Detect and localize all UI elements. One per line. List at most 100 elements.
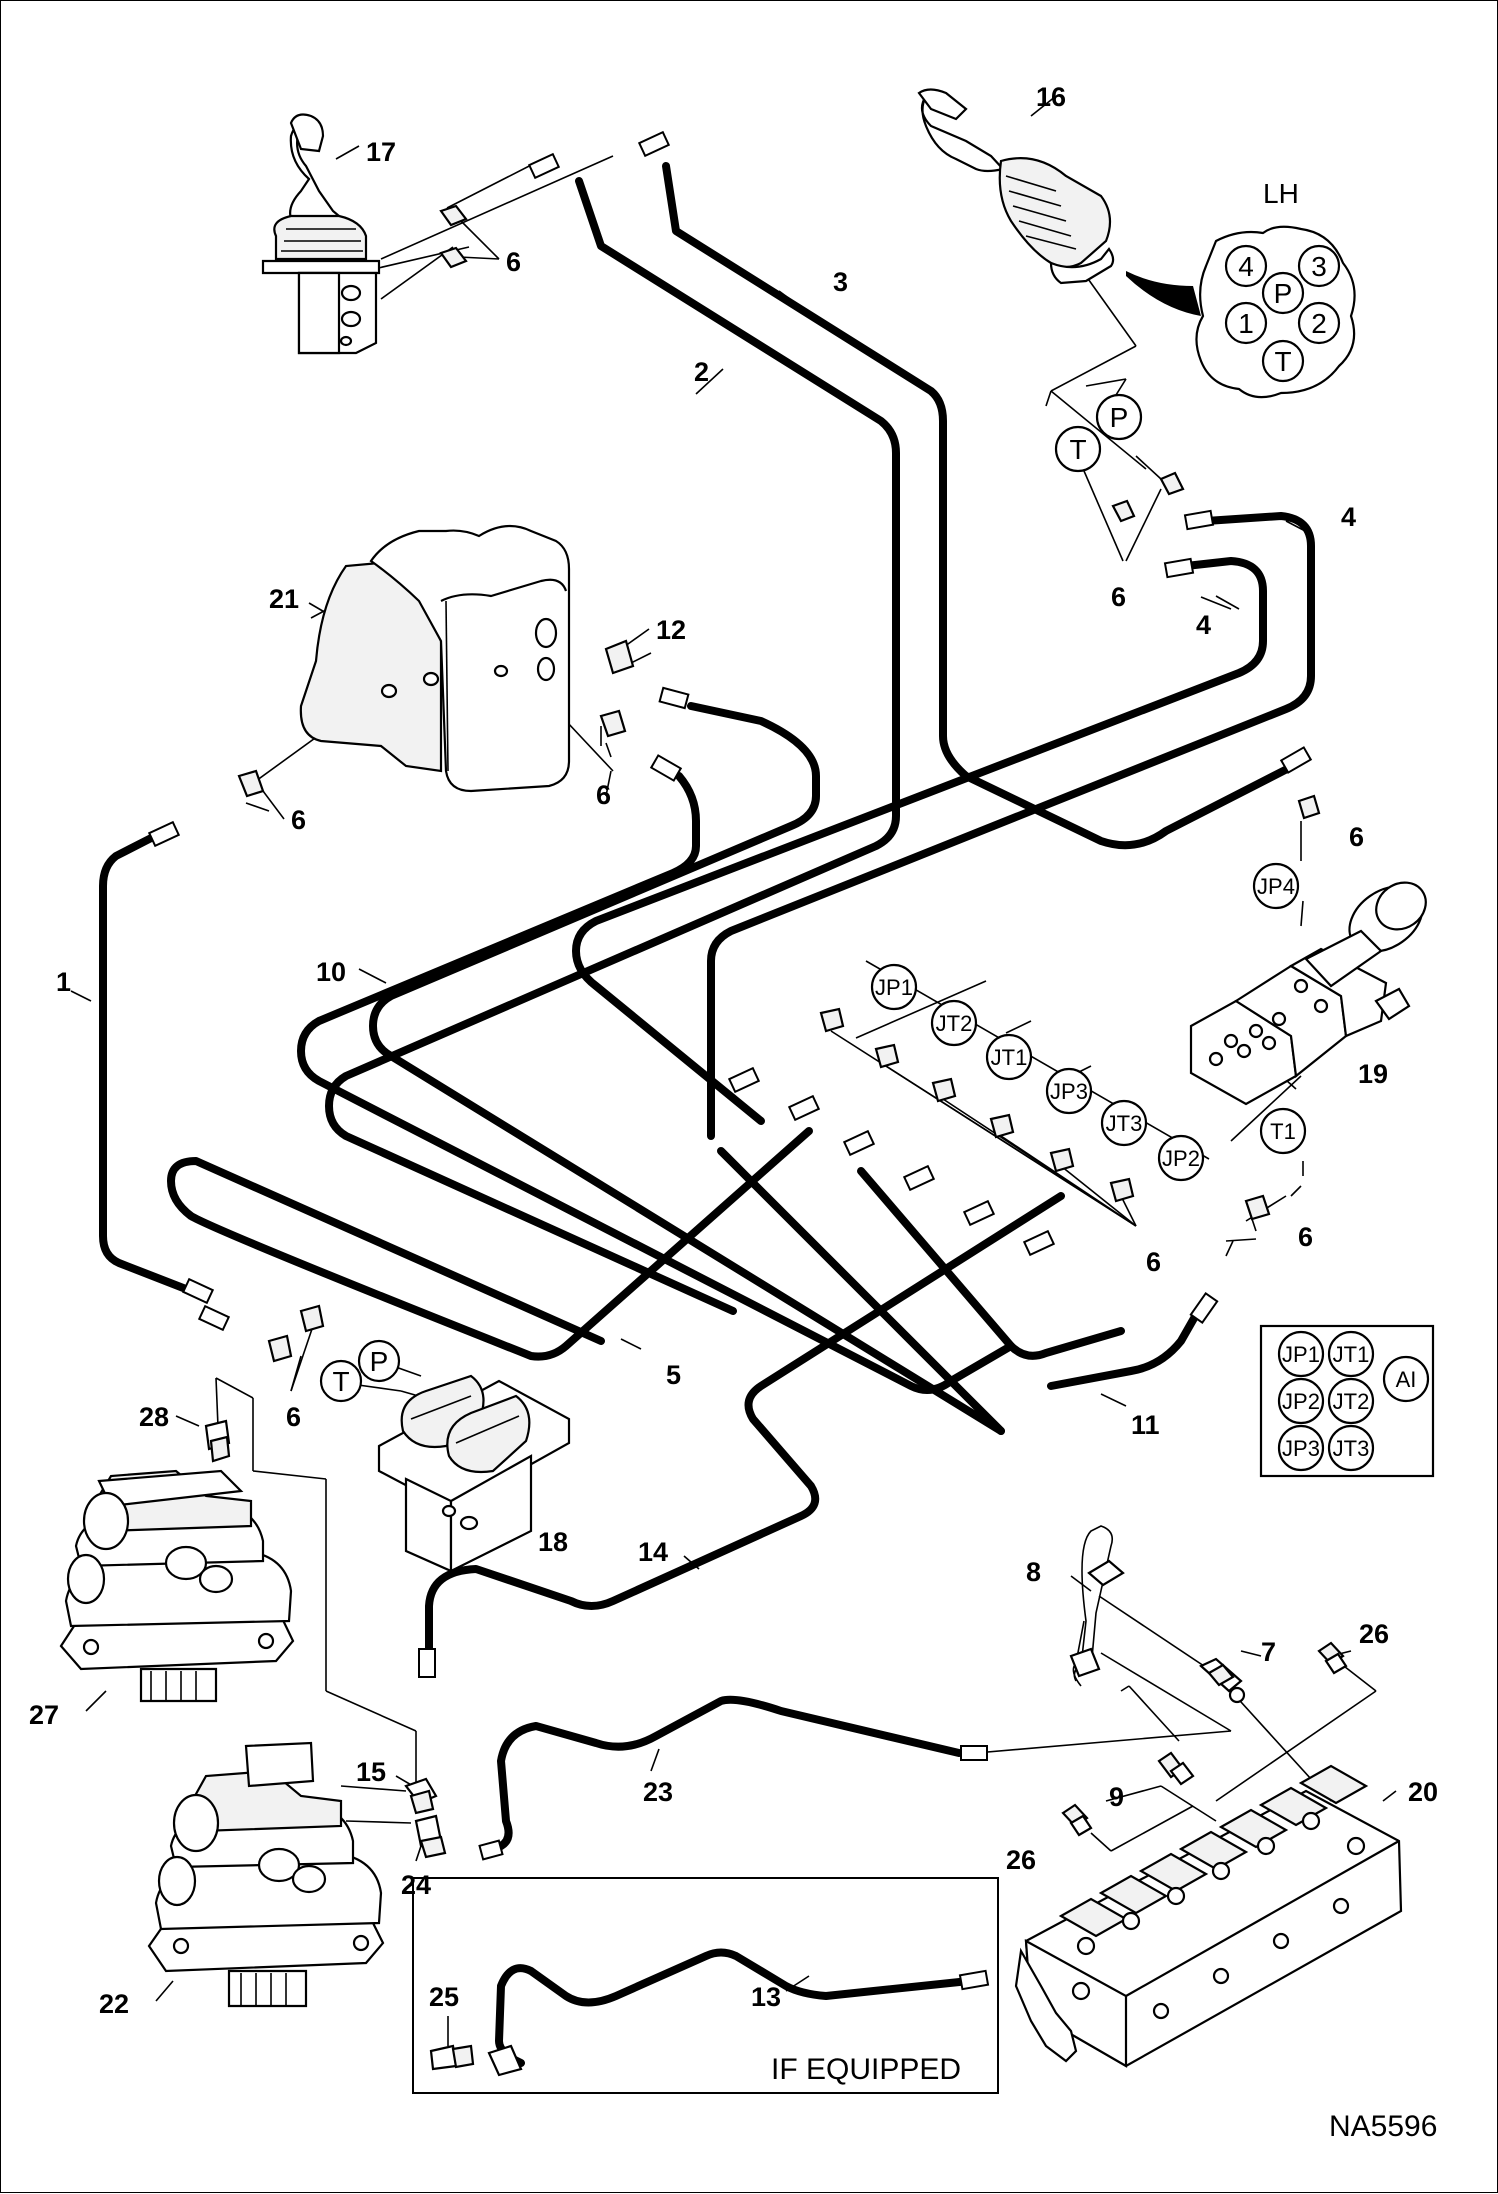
port-tag-t-lower: T: [332, 1366, 349, 1397]
callout-21: 21: [269, 584, 299, 614]
hydraulic-tank: [299, 524, 571, 793]
travel-motor-upper: [59, 1469, 295, 1703]
travel-pilot-valve: [377, 1374, 571, 1573]
callout-6-jp4: 6: [1349, 822, 1364, 852]
callout-17: 17: [366, 137, 396, 167]
port-tags: T P T P T1 JP4 JP1 JT2 JT1 JP3 JT3 JP2: [319, 393, 1307, 1403]
callout-6-t1: 6: [1298, 1222, 1313, 1252]
port-tag-jt1: JT1: [991, 1045, 1028, 1070]
legend-jp1: JP1: [1282, 1342, 1320, 1367]
port-tag-jp4: JP4: [1257, 874, 1295, 899]
port-tag-jt2: JT2: [936, 1011, 973, 1036]
callout-11: 11: [1131, 1410, 1160, 1440]
connector-pointer: [1126, 271, 1201, 316]
callout-28: 28: [139, 1402, 169, 1432]
callout-13: 13: [751, 1982, 781, 2012]
hose-13: [495, 1948, 973, 2067]
hose-3: [662, 162, 1297, 850]
hose-11-run: [717, 1147, 1005, 1435]
legend-jp2: JP2: [1282, 1389, 1320, 1414]
hose-23: [485, 1695, 963, 1853]
callout-25: 25: [429, 1982, 459, 2012]
pilot-tube-8: [1069, 1525, 1125, 1687]
callout-2: 2: [694, 357, 709, 387]
hoses: [99, 162, 1315, 2067]
callout-7: 7: [1261, 1637, 1276, 1667]
callout-1: 1: [56, 967, 71, 997]
hose-4-outer: [707, 512, 1315, 1140]
connector-pin-2: 2: [1311, 308, 1327, 339]
fittings-26: [1061, 1641, 1348, 1837]
hose-10: [297, 772, 1015, 1394]
fitting-9: [1157, 1751, 1195, 1786]
callout-8: 8: [1026, 1557, 1041, 1587]
callout-22: 22: [99, 1989, 129, 2019]
optional-box-label: IF EQUIPPED: [771, 2053, 961, 2086]
lh-connector-face: 4 3 P 1 2 T: [1195, 225, 1356, 399]
hose-14-tail: [1047, 1302, 1205, 1390]
hose-2: [325, 177, 900, 1315]
connector-face-label: LH: [1263, 178, 1299, 209]
port-tag-p-lower: P: [370, 1346, 389, 1377]
fitting-28: [204, 1419, 231, 1463]
left-pilot-joystick: [261, 113, 381, 355]
travel-motor-lower: [147, 1741, 385, 2008]
port-tag-p-upper: P: [1110, 402, 1129, 433]
callout-16: 16: [1036, 82, 1066, 112]
right-pilot-joystick: [917, 88, 1115, 285]
legend-jt1: JT1: [1333, 1342, 1370, 1367]
hose-14: [425, 1192, 1065, 1665]
fittings-15-24: [340, 1777, 447, 1859]
connector-pin-3: 3: [1311, 251, 1327, 282]
callout-15: 15: [356, 1757, 386, 1787]
callout-6-tank-right: 6: [596, 780, 611, 810]
port-tag-jt3: JT3: [1106, 1111, 1143, 1136]
callout-3: 3: [833, 267, 848, 297]
port-tag-jp2: JP2: [1162, 1146, 1200, 1171]
callout-10: 10: [316, 957, 346, 987]
callout-4-lower: 4: [1196, 610, 1211, 640]
callout-26-upper: 26: [1359, 1619, 1389, 1649]
callout-18: 18: [538, 1527, 568, 1557]
callout-27: 27: [29, 1700, 59, 1730]
hose-11-tail: [857, 1167, 1125, 1360]
port-tag-jp3: JP3: [1050, 1079, 1088, 1104]
tee-fitting-7: [1199, 1657, 1246, 1704]
callout-26-lower: 26: [1006, 1845, 1036, 1875]
main-control-valve: [1014, 1764, 1403, 2068]
hose-end-fittings: [147, 130, 1313, 1991]
callout-6-right-joystick: 6: [1111, 582, 1126, 612]
fitting-nuts-6: [237, 204, 1321, 1363]
port-tag-t-upper: T: [1069, 434, 1086, 465]
accumulator-valve-block: [1189, 881, 1427, 1106]
fitting-25: [429, 2044, 523, 2077]
figure-code: NA5596: [1329, 2110, 1437, 2143]
connector-pin-t: T: [1274, 346, 1291, 377]
valve-legend: JP1 JT1 AI JP2 JT2 JP3 JT3: [1259, 1324, 1435, 1478]
callout-6-tank-left: 6: [291, 805, 306, 835]
callout-6-left-joystick: 6: [506, 247, 521, 277]
callout-labels: 1 2 3 4 4 5 6 6 6 6 6 6 6 6 7 8 9 10 11 …: [29, 82, 1438, 2143]
hose-5: [167, 1127, 813, 1361]
callout-20: 20: [1408, 1777, 1438, 1807]
callout-4-upper: 4: [1341, 502, 1356, 532]
callout-24: 24: [401, 1870, 431, 1900]
hose-11: [369, 702, 1005, 1435]
callout-6-travel-valve: 6: [286, 1402, 301, 1432]
legend-jt3: JT3: [1333, 1436, 1370, 1461]
connector-pin-p: P: [1274, 278, 1293, 309]
callout-12: 12: [656, 615, 686, 645]
connector-pin-1: 1: [1238, 308, 1254, 339]
hose-4-inner: [572, 557, 1267, 1125]
callout-14: 14: [638, 1537, 668, 1567]
callout-5: 5: [666, 1360, 681, 1390]
legend-jp3: JP3: [1282, 1436, 1320, 1461]
optional-hose-box: IF EQUIPPED: [412, 1877, 999, 2094]
callout-6-valve-ports: 6: [1146, 1247, 1161, 1277]
leader-lines: [70, 95, 1397, 2046]
connector-pin-4: 4: [1238, 251, 1254, 282]
port-tag-t1: T1: [1270, 1119, 1296, 1144]
callout-19: 19: [1358, 1059, 1388, 1089]
